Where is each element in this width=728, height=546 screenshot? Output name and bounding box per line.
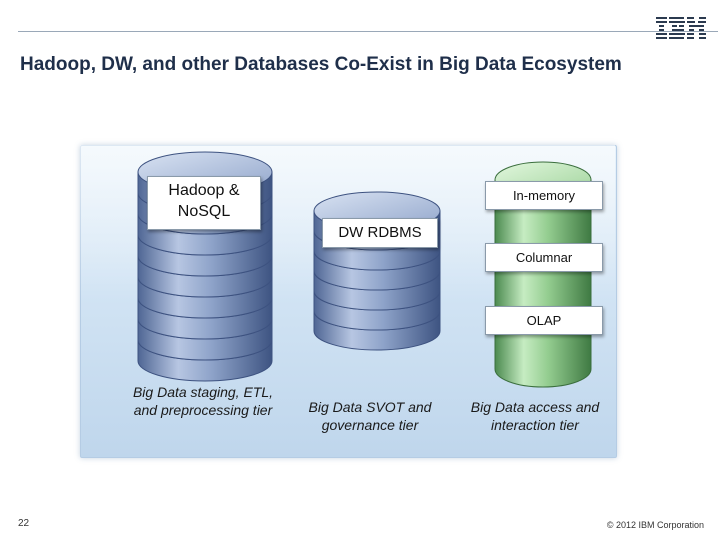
slide-title: Hadoop, DW, and other Databases Co-Exist… — [20, 54, 622, 75]
access-tier-caption: Big Data access and interaction tier — [470, 399, 600, 433]
columnar-label: Columnar — [485, 243, 603, 272]
dw-rdbms-label: DW RDBMS — [322, 218, 438, 248]
page-number: 22 — [18, 518, 30, 529]
copyright-notice: © 2012 IBM Corporation — [606, 520, 704, 530]
olap-label: OLAP — [485, 306, 603, 335]
hadoop-nosql-label: Hadoop & NoSQL — [147, 176, 261, 230]
ibm-logo-icon — [656, 17, 706, 39]
in-memory-label: In-memory — [485, 181, 603, 210]
svot-tier-caption: Big Data SVOT and governance tier — [308, 399, 432, 433]
dw-disk-stack — [313, 191, 441, 351]
staging-tier-caption: Big Data staging, ETL, and preprocessing… — [132, 384, 274, 418]
header-rule — [18, 31, 718, 32]
